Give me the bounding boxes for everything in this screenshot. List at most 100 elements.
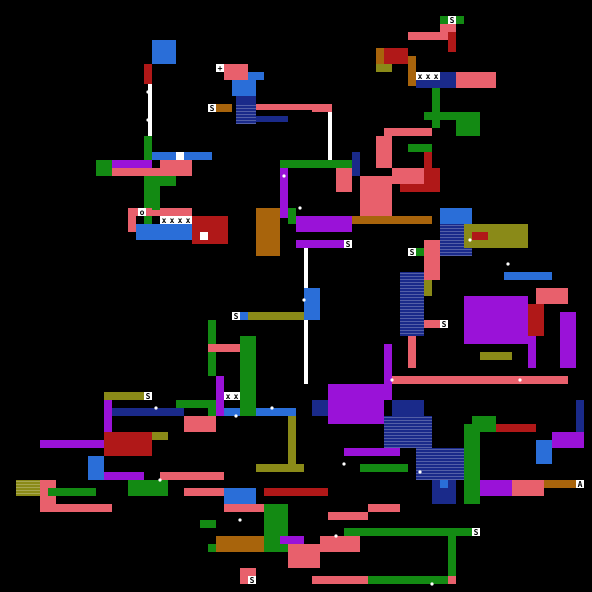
- corridor-purple: [344, 448, 400, 456]
- room-texture: [440, 246, 472, 247]
- corridor-red: [312, 104, 332, 112]
- door-dot: [418, 470, 422, 474]
- corridor-blue: [504, 272, 552, 280]
- door-dot: [146, 118, 150, 122]
- corridor-olive: [480, 352, 512, 360]
- corridor-red: [376, 136, 392, 168]
- room-texture: [400, 303, 424, 304]
- room-texture: [400, 333, 424, 334]
- room-texture: [440, 225, 472, 226]
- room-texture: [236, 123, 256, 124]
- save-marker: S: [410, 248, 415, 257]
- marker-bg: [440, 320, 448, 328]
- corridor-purple: [480, 480, 512, 496]
- corridor-brown: [376, 48, 384, 72]
- corridor-purple: [296, 216, 352, 232]
- room-texture: [416, 479, 464, 480]
- corridor-green: [200, 520, 216, 528]
- corridor-olive: [248, 312, 304, 320]
- item-marker: x: [426, 72, 431, 81]
- corridor-red: [424, 240, 440, 280]
- marker-bg: [168, 216, 176, 224]
- corridor-purple: [40, 440, 104, 448]
- corridor-navy: [392, 400, 424, 416]
- item-marker: +: [218, 64, 223, 73]
- room-texture: [416, 458, 464, 459]
- corridor-green: [176, 400, 216, 408]
- item-marker: x: [434, 72, 439, 81]
- corridor-white: [328, 112, 332, 160]
- room-texture: [416, 449, 464, 450]
- door-dot: [328, 118, 332, 122]
- door-marker: o: [140, 208, 145, 217]
- corridor-dark_red: [104, 432, 152, 456]
- corridor-green: [288, 208, 296, 224]
- room-texture: [384, 432, 432, 433]
- room-texture: [400, 315, 424, 316]
- corridor-brown: [256, 208, 280, 256]
- door-dot: [334, 534, 338, 538]
- corridor-green: [368, 576, 448, 584]
- corridor-red: [392, 376, 504, 384]
- corridor-olive: [376, 64, 392, 72]
- corridor-red: [536, 288, 568, 304]
- room-texture: [400, 300, 424, 301]
- corridor-blue: [88, 456, 104, 480]
- corridor-green: [264, 504, 288, 552]
- corridor-purple: [280, 168, 288, 218]
- room-texture: [236, 108, 256, 109]
- corridor-red: [504, 376, 568, 384]
- corridor-red: [368, 504, 400, 512]
- corridor-purple: [328, 384, 384, 424]
- room-texture: [16, 493, 40, 494]
- item-marker: x: [234, 392, 239, 401]
- corridor-dark_red: [384, 48, 408, 64]
- item-marker: x: [418, 72, 423, 81]
- corridor-navy: [352, 152, 360, 176]
- room-texture: [440, 228, 472, 229]
- room-texture: [400, 306, 424, 307]
- corridor-white: [304, 320, 308, 384]
- corridor-red: [408, 32, 448, 40]
- marker-bg: [576, 480, 584, 488]
- door-dot: [390, 378, 394, 382]
- corridor-green: [48, 488, 96, 496]
- door-dot: [234, 414, 238, 418]
- corridor-red: [160, 160, 192, 176]
- corridor-green: [96, 160, 112, 176]
- corridor-red: [224, 64, 248, 80]
- corridor-brown: [208, 104, 232, 112]
- corridor-blue: [536, 440, 552, 464]
- room-texture: [236, 105, 256, 106]
- corridor-white: [200, 232, 208, 240]
- marker-bg: [448, 16, 456, 24]
- corridor-purple: [280, 536, 304, 544]
- room-texture: [416, 461, 464, 462]
- door-dot: [158, 478, 162, 482]
- room-texture: [400, 327, 424, 328]
- room-texture: [416, 452, 464, 453]
- marker-bg: [432, 72, 440, 80]
- corridor-red: [512, 480, 544, 496]
- door-dot: [430, 582, 434, 586]
- corridor-dark_red: [264, 488, 328, 496]
- room-texture: [384, 447, 432, 448]
- corridor-green: [408, 144, 432, 152]
- door-dot: [468, 238, 472, 242]
- corridor-red: [224, 504, 288, 512]
- corridor-blue: [136, 224, 192, 240]
- corridor-red: [320, 536, 360, 552]
- corridor-red: [408, 336, 416, 368]
- door-dot: [506, 262, 510, 266]
- marker-bg: [232, 392, 240, 400]
- door-dot: [298, 206, 302, 210]
- marker-bg: [224, 392, 232, 400]
- corridor-brown: [216, 536, 264, 552]
- room-texture: [416, 455, 464, 456]
- door-dot: [342, 462, 346, 466]
- door-dot: [270, 406, 274, 410]
- room-texture: [440, 243, 472, 244]
- marker-bg: [160, 216, 168, 224]
